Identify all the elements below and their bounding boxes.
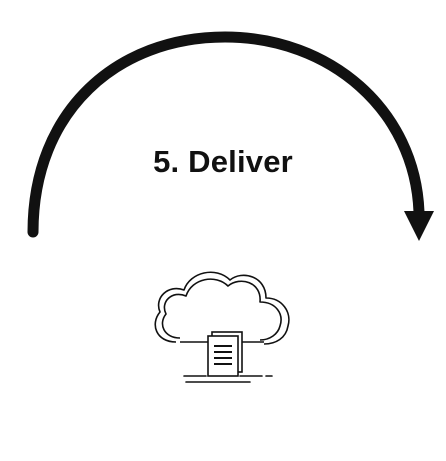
document-stack	[207, 331, 243, 377]
cloud-outer	[154, 271, 290, 345]
ground-lines	[183, 375, 273, 383]
arc-path	[27, 31, 425, 238]
cloud-inner	[161, 278, 282, 341]
step-title: 5. Deliver	[153, 144, 293, 179]
cloud-document-icon	[154, 271, 290, 383]
arrow-head	[404, 211, 434, 241]
document-lines	[214, 345, 232, 365]
